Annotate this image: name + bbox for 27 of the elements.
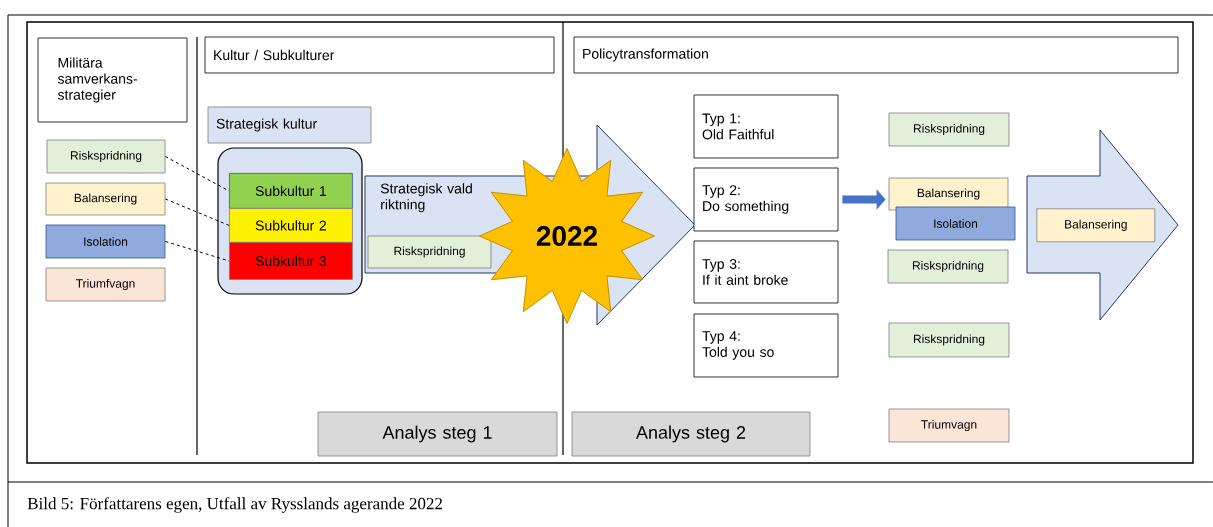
connector-line [164,198,230,226]
subculture-box: Subkultur 2 [229,208,353,243]
type-box: Typ 1: Old Faithful [693,94,839,159]
strategy-box: Balansering [1036,208,1156,243]
strategy-box: Isolation [45,224,166,259]
culture-box: Strategisk kultur [207,106,372,144]
strategy-box: Triumvagn [888,408,1010,443]
connector-line [164,241,230,262]
strategy-box: Isolation [895,206,1016,241]
type-box: Typ 3: If it aint broke [693,240,839,304]
strategy-box: Balansering [45,182,166,216]
subculture-box: Subkultur 3 [229,242,353,280]
strategy-box: Triumfvagn [45,267,166,302]
strategy-box: Riskspridning [46,139,166,174]
stage-box: Analys steg 2 [571,411,811,457]
strategy-box: Riskspridning [887,249,1009,284]
subculture-box: Subkultur 1 [229,173,353,209]
stage-box: Analys steg 1 [317,411,558,457]
heading-box: Kultur / Subkulturer [204,36,555,74]
type-box: Typ 4: Told you so [693,313,839,378]
strategy-box: Riskspridning [888,322,1010,358]
heading-box: Policytransformation [573,36,1179,74]
heading-box: Militära samverkans-strategier [37,37,188,123]
type-box: Typ 2: Do something [693,167,839,232]
strategy-box: Riskspridning [888,112,1010,147]
strategy-box: Riskspridning [367,235,492,269]
caption: Bild 5: Författarens egen, Utfall av Rysslands agerande 2022 [27,497,442,513]
